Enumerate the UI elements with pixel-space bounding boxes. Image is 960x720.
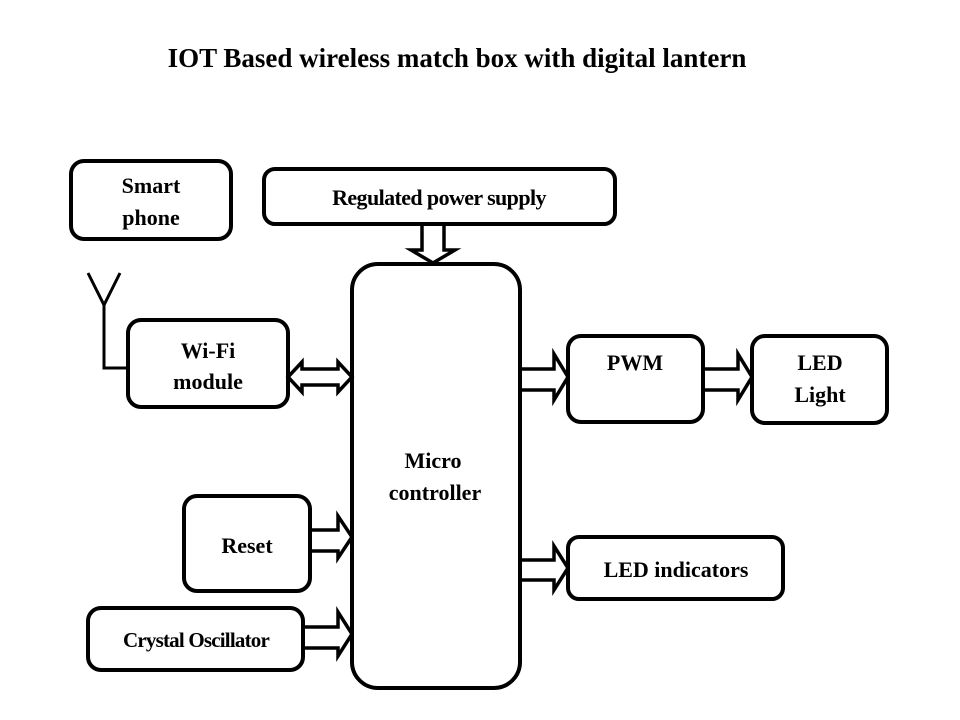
diagram-title: IOT Based wireless match box with digita… xyxy=(168,43,747,73)
block-led-light-label-2: Light xyxy=(794,382,846,407)
arrow-pwm-to-led-light xyxy=(703,347,755,407)
block-microcontroller-label-2: controller xyxy=(389,480,482,505)
block-wifi-module-label-1: Wi-Fi xyxy=(181,338,236,363)
block-power-supply-label: Regulated power supply xyxy=(332,185,546,210)
block-microcontroller[interactable]: Micro controller xyxy=(350,262,522,690)
block-led-indicators[interactable]: LED indicators xyxy=(566,535,785,601)
block-smartphone-label-2: phone xyxy=(122,205,180,230)
block-led-light[interactable]: LED Light xyxy=(750,334,889,425)
block-smartphone-label-1: Smart xyxy=(122,173,181,198)
arrow-power-to-mcu xyxy=(404,224,462,266)
block-microcontroller-label-1: Micro xyxy=(404,448,461,473)
arrow-crystal-to-mcu xyxy=(303,605,355,663)
arrow-mcu-to-led-indicators xyxy=(520,539,571,597)
block-crystal-oscillator[interactable]: Crystal Oscillator xyxy=(86,606,305,672)
block-power-supply[interactable]: Regulated power supply xyxy=(262,167,617,226)
block-reset[interactable]: Reset xyxy=(182,494,312,593)
arrow-reset-to-mcu xyxy=(310,510,355,564)
antenna-icon xyxy=(86,272,128,370)
block-reset-label: Reset xyxy=(221,533,273,558)
block-pwm[interactable]: PWM xyxy=(566,334,705,424)
block-smartphone[interactable]: Smart phone xyxy=(69,159,233,241)
block-led-indicators-label: LED indicators xyxy=(604,557,749,582)
block-crystal-oscillator-label: Crystal Oscillator xyxy=(123,628,269,652)
block-wifi-module[interactable]: Wi-Fi module xyxy=(126,318,290,409)
block-led-light-label-1: LED xyxy=(797,350,842,375)
arrow-wifi-mcu-bidirectional xyxy=(285,357,355,397)
block-wifi-module-label-2: module xyxy=(173,369,243,394)
arrow-mcu-to-pwm xyxy=(520,347,571,407)
block-pwm-label: PWM xyxy=(607,350,663,375)
